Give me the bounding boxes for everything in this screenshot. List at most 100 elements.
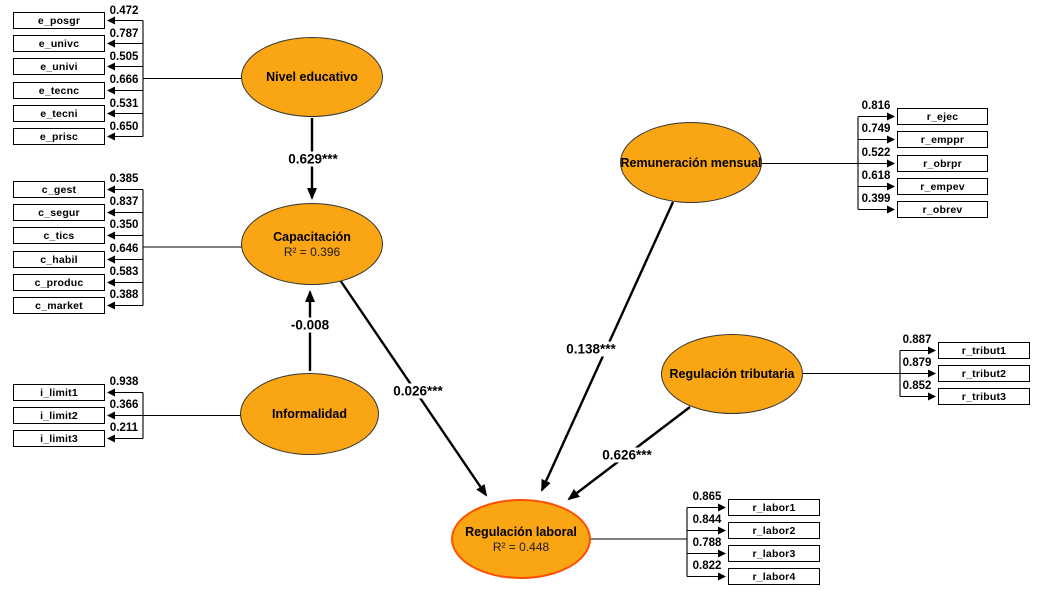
- indicator-label: c_habil: [40, 253, 78, 266]
- loading-r_tribut3: 0.852: [902, 380, 932, 392]
- indicator-label: e_univc: [38, 37, 80, 50]
- loading-i_limit2: 0.366: [109, 399, 139, 411]
- loading-c_segur: 0.837: [109, 196, 139, 208]
- indicator-r_tribut1[interactable]: r_tribut1: [938, 342, 1030, 359]
- latent-regulacion-tributaria[interactable]: Regulación tributaria: [661, 334, 803, 414]
- indicator-label: r_tribut2: [961, 367, 1007, 380]
- indicator-r_obrpr[interactable]: r_obrpr: [897, 155, 988, 172]
- latent-label: Regulación laboral: [465, 524, 577, 539]
- indicator-label: r_tribut1: [961, 344, 1007, 357]
- loading-r_obrev: 0.399: [861, 193, 891, 205]
- loading-e_univc: 0.787: [109, 28, 139, 40]
- indicator-c_gest[interactable]: c_gest: [13, 181, 105, 198]
- indicator-e_univi[interactable]: e_univi: [13, 58, 105, 75]
- r-squared-value: R² = 0.396: [283, 244, 341, 259]
- loading-i_limit3: 0.211: [109, 422, 139, 434]
- indicator-r_labor3[interactable]: r_labor3: [728, 545, 820, 562]
- loading-r_ejec: 0.816: [861, 100, 891, 112]
- indicator-label: r_obrpr: [923, 157, 962, 170]
- indicator-label: r_labor4: [752, 570, 796, 583]
- path-coef-nivel-capacitacion: 0.629***: [285, 151, 341, 167]
- latent-label: Nivel educativo: [266, 70, 358, 84]
- loading-e_prisc: 0.650: [109, 121, 139, 133]
- loading-r_labor1: 0.865: [692, 491, 722, 503]
- indicator-c_produc[interactable]: c_produc: [13, 274, 105, 291]
- latent-label: Informalidad: [271, 407, 347, 421]
- path-coef-informalidad-capacitacion: -0.008: [287, 317, 333, 333]
- measurement-wires-remuneracion: [760, 112, 895, 214]
- indicator-label: r_emppr: [920, 133, 965, 146]
- indicator-label: r_labor3: [752, 547, 796, 560]
- measurement-wires-capacitacion: [107, 185, 243, 310]
- indicator-label: c_market: [35, 299, 83, 312]
- indicator-label: c_produc: [34, 276, 84, 289]
- indicator-label: i_limit3: [40, 432, 78, 445]
- loading-r_tribut1: 0.887: [902, 334, 932, 346]
- indicator-label: r_labor1: [752, 501, 796, 514]
- indicator-r_obrev[interactable]: r_obrev: [897, 201, 988, 218]
- loading-r_obrpr: 0.522: [861, 147, 891, 159]
- latent-label: Regulación tributaria: [669, 367, 795, 381]
- indicator-e_univc[interactable]: e_univc: [13, 35, 105, 52]
- indicator-e_tecnc[interactable]: e_tecnc: [13, 82, 105, 99]
- indicator-label: r_obrev: [922, 203, 963, 216]
- measurement-wires-nivel: [107, 16, 243, 141]
- indicator-r_emppr[interactable]: r_emppr: [897, 131, 988, 148]
- indicator-i_limit3[interactable]: i_limit3: [13, 430, 105, 447]
- loading-e_univi: 0.505: [109, 51, 139, 63]
- indicator-c_tics[interactable]: c_tics: [13, 227, 105, 244]
- indicator-r_labor1[interactable]: r_labor1: [728, 499, 820, 516]
- indicator-e_posgr[interactable]: e_posgr: [13, 12, 105, 29]
- indicator-r_tribut3[interactable]: r_tribut3: [938, 388, 1030, 405]
- loading-c_produc: 0.583: [109, 266, 139, 278]
- path-coef-remuneracion-laboral: 0.138***: [563, 341, 619, 357]
- loading-i_limit1: 0.938: [109, 376, 139, 388]
- indicator-e_tecni[interactable]: e_tecni: [13, 105, 105, 122]
- measurement-wires-laboral: [589, 503, 726, 581]
- indicator-label: e_univi: [40, 60, 78, 73]
- indicator-i_limit2[interactable]: i_limit2: [13, 407, 105, 424]
- loading-e_posgr: 0.472: [109, 5, 139, 17]
- indicator-r_labor4[interactable]: r_labor4: [728, 568, 820, 585]
- latent-informalidad[interactable]: Informalidad: [240, 373, 379, 455]
- latent-regulacion-laboral[interactable]: Regulación laboral R² = 0.448: [451, 499, 591, 579]
- indicator-r_empev[interactable]: r_empev: [897, 178, 988, 195]
- loading-r_labor2: 0.844: [692, 514, 722, 526]
- loading-c_habil: 0.646: [109, 243, 139, 255]
- indicator-r_labor2[interactable]: r_labor2: [728, 522, 820, 539]
- latent-nivel-educativo[interactable]: Nivel educativo: [241, 37, 383, 117]
- loading-e_tecnc: 0.666: [109, 74, 139, 86]
- loading-r_labor4: 0.822: [692, 560, 722, 572]
- indicator-label: r_labor2: [752, 524, 796, 537]
- loading-e_tecni: 0.531: [109, 98, 139, 110]
- loading-c_tics: 0.350: [109, 219, 139, 231]
- indicator-label: i_limit2: [40, 409, 78, 422]
- indicator-label: r_empev: [920, 180, 965, 193]
- latent-label: Capacitación: [273, 229, 351, 244]
- loading-r_empev: 0.618: [861, 170, 891, 182]
- indicator-e_prisc[interactable]: e_prisc: [13, 128, 105, 145]
- indicator-c_segur[interactable]: c_segur: [13, 204, 105, 221]
- indicator-i_limit1[interactable]: i_limit1: [13, 384, 105, 401]
- indicator-label: i_limit1: [40, 386, 78, 399]
- indicator-r_tribut2[interactable]: r_tribut2: [938, 365, 1030, 382]
- indicator-label: e_posgr: [37, 14, 81, 27]
- path-coef-tributaria-laboral: 0.626***: [599, 447, 655, 463]
- indicator-label: c_tics: [43, 229, 75, 242]
- indicator-label: e_tecni: [40, 107, 78, 120]
- indicator-r_ejec[interactable]: r_ejec: [897, 108, 988, 125]
- indicator-c_market[interactable]: c_market: [13, 297, 105, 314]
- measurement-wires-tributaria: [800, 346, 936, 401]
- indicator-label: c_segur: [38, 206, 80, 219]
- indicator-label: e_prisc: [39, 130, 79, 143]
- latent-label: Remuneración mensual: [620, 155, 762, 170]
- indicator-label: e_tecnc: [38, 84, 80, 97]
- r-squared-value: R² = 0.448: [492, 539, 550, 554]
- loading-c_gest: 0.385: [109, 173, 139, 185]
- indicator-c_habil[interactable]: c_habil: [13, 251, 105, 268]
- indicator-label: c_gest: [41, 183, 77, 196]
- measurement-wires-informalidad: [107, 388, 243, 443]
- latent-capacitacion[interactable]: Capacitación R² = 0.396: [241, 203, 383, 285]
- latent-remuneracion-mensual[interactable]: Remuneración mensual: [620, 122, 762, 203]
